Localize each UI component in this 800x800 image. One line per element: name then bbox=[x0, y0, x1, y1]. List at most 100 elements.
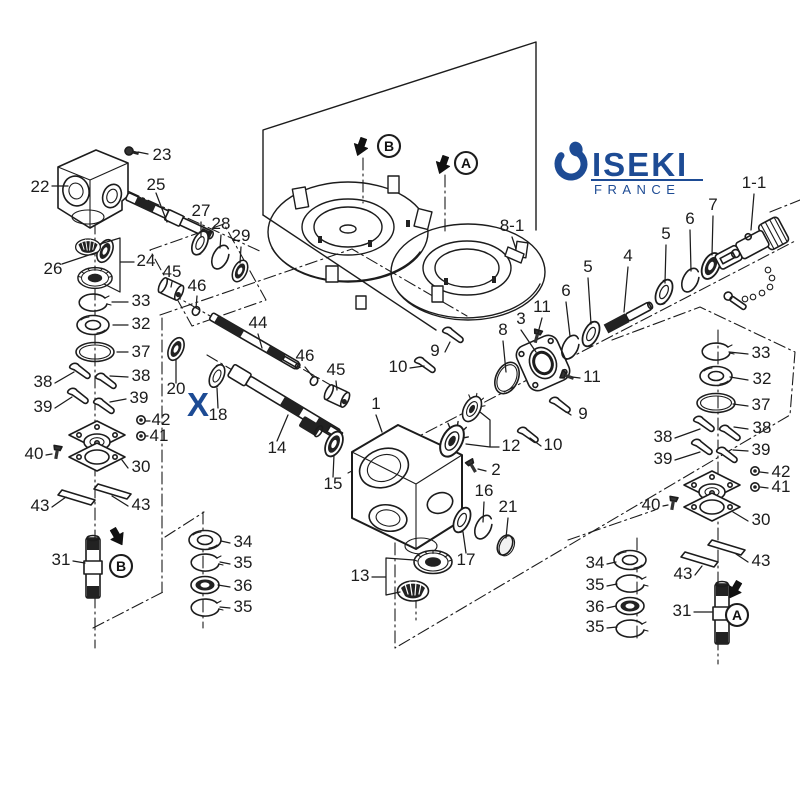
part-37-oring bbox=[75, 341, 115, 363]
part-label-43: 43 bbox=[31, 496, 50, 515]
part-label-10: 10 bbox=[544, 435, 563, 454]
middle-shafts-group bbox=[155, 275, 353, 461]
part-34-bearing bbox=[188, 529, 222, 551]
part-39-shim bbox=[92, 397, 115, 415]
part-1-1-universal-joint bbox=[714, 216, 790, 311]
position-markers: B A B A X bbox=[106, 133, 750, 628]
part-label-36: 36 bbox=[586, 597, 605, 616]
marker-a-circle bbox=[453, 150, 479, 176]
part-label-37: 37 bbox=[132, 342, 151, 361]
part-8-oring bbox=[494, 361, 520, 395]
part-label-34: 34 bbox=[234, 532, 253, 551]
part-label-15: 15 bbox=[324, 474, 343, 493]
part-label-11: 11 bbox=[533, 297, 551, 316]
part-label-12: 12 bbox=[502, 436, 521, 455]
part-41-nut bbox=[136, 430, 146, 442]
part-label-43: 43 bbox=[752, 551, 771, 570]
part-label-40: 40 bbox=[25, 444, 44, 463]
part-label-35: 35 bbox=[586, 617, 605, 636]
part-5-bearing bbox=[651, 276, 677, 308]
part-label-8-1: 8-1 bbox=[500, 216, 525, 235]
part-42-nut bbox=[136, 414, 146, 426]
part-label-24: 24 bbox=[137, 251, 156, 270]
part-42-nut bbox=[749, 465, 761, 477]
joint-chain bbox=[741, 266, 776, 303]
marker-b-letter: B bbox=[384, 138, 394, 154]
part-label-23: 23 bbox=[153, 145, 172, 164]
part-label-30: 30 bbox=[752, 510, 771, 529]
part-46-ring bbox=[191, 305, 201, 317]
part-label-32: 32 bbox=[132, 314, 151, 333]
logo-rule bbox=[591, 179, 703, 181]
part-label-43: 43 bbox=[132, 495, 151, 514]
part-label-46: 46 bbox=[188, 276, 207, 295]
part-label-1-1: 1-1 bbox=[742, 173, 767, 192]
part-38-shim bbox=[68, 362, 91, 380]
part-label-45: 45 bbox=[163, 262, 182, 281]
part-9-clip bbox=[441, 326, 464, 344]
part-label-11: 11 bbox=[583, 367, 601, 386]
part-label-18: 18 bbox=[209, 405, 228, 424]
part-label-30: 30 bbox=[132, 457, 151, 476]
part-13-bevel-gear bbox=[396, 580, 430, 602]
part-label-1: 1 bbox=[371, 394, 380, 413]
marker-a-bottom-circle bbox=[724, 602, 750, 628]
part-label-38: 38 bbox=[753, 418, 772, 437]
part-41-nut bbox=[749, 481, 761, 493]
part-label-34: 34 bbox=[586, 553, 605, 572]
part-label-22: 22 bbox=[31, 177, 50, 196]
part-label-46: 46 bbox=[296, 346, 315, 365]
part-label-33: 33 bbox=[132, 291, 151, 310]
part-2-plug bbox=[464, 458, 480, 475]
joint-pin bbox=[723, 291, 747, 311]
part-43-plate bbox=[707, 539, 746, 556]
part-18-bearing bbox=[205, 361, 229, 391]
part-label-21: 21 bbox=[499, 497, 518, 516]
leader-lines bbox=[45, 151, 769, 629]
part-label-42: 42 bbox=[152, 410, 171, 429]
deck-brackets bbox=[291, 175, 529, 310]
part-13-ring-gear bbox=[413, 549, 453, 575]
deck-slots bbox=[318, 220, 496, 285]
part-21-cap bbox=[496, 534, 516, 557]
part-36-seal bbox=[615, 596, 645, 616]
part-3-cover-flange bbox=[515, 334, 571, 392]
mower-deck-illustration bbox=[262, 41, 546, 331]
part-label-39: 39 bbox=[130, 388, 149, 407]
part-14-shaft-end bbox=[299, 416, 324, 438]
part-37-oring bbox=[696, 392, 736, 414]
part-label-43: 43 bbox=[674, 564, 693, 583]
deck-hitch-bracket bbox=[504, 246, 525, 264]
marker-a-bottom-letter: A bbox=[732, 607, 742, 623]
part-label-8: 8 bbox=[498, 320, 507, 339]
part-label-5: 5 bbox=[583, 257, 592, 276]
logo-region-text: FRANCE bbox=[594, 182, 680, 197]
part-label-29: 29 bbox=[232, 226, 251, 245]
part-30-flange bbox=[68, 420, 126, 472]
marker-b-circle bbox=[376, 133, 402, 159]
input-train-group bbox=[557, 216, 790, 363]
part-label-44: 44 bbox=[249, 313, 268, 332]
part-label-39: 39 bbox=[654, 449, 673, 468]
part-40-bolt bbox=[667, 495, 679, 512]
part-44-shaft bbox=[208, 312, 301, 370]
part-34-bearing bbox=[613, 549, 647, 571]
part-label-35: 35 bbox=[586, 575, 605, 594]
logo-dot-icon bbox=[569, 141, 583, 157]
part-label-42: 42 bbox=[772, 462, 791, 481]
part-label-38: 38 bbox=[34, 372, 53, 391]
part-32-bearing bbox=[76, 314, 110, 336]
part-label-10: 10 bbox=[389, 357, 408, 376]
part-label-35: 35 bbox=[234, 597, 253, 616]
part-35-snap-ring bbox=[615, 574, 649, 593]
part-9-clip bbox=[548, 396, 571, 414]
part-46-ring bbox=[309, 375, 319, 387]
part-31-shaft bbox=[83, 534, 103, 599]
part-40-bolt bbox=[51, 444, 63, 461]
part-label-4: 4 bbox=[623, 246, 632, 265]
part-12-gear bbox=[456, 389, 490, 427]
part-label-33: 33 bbox=[752, 343, 771, 362]
part-22-housing bbox=[57, 149, 129, 229]
